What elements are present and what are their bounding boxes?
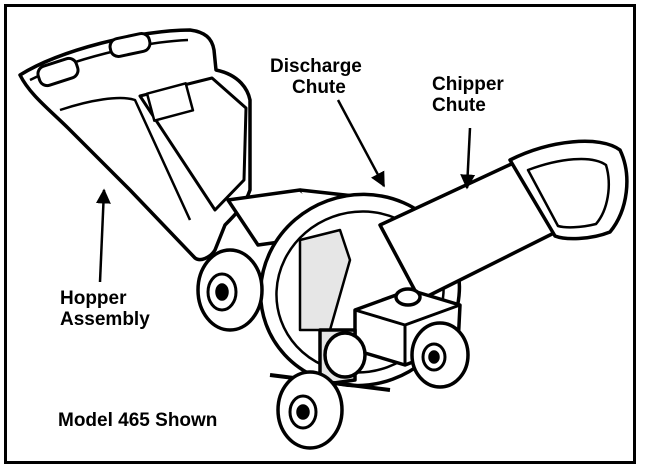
- hopper-label-line2: Assembly: [60, 309, 150, 330]
- hopper-assembly-leader: [95, 188, 111, 283]
- hopper-assembly-label: Hopper Assembly: [60, 288, 150, 330]
- discharge-chute-label: Discharge Chute: [270, 56, 362, 98]
- chipper-label-line1: Chipper: [432, 74, 504, 95]
- discharge-chute-leader: [336, 99, 386, 188]
- hopper-label-line1: Hopper: [60, 288, 127, 309]
- discharge-label-line2: Chute: [292, 77, 346, 98]
- engine: [318, 287, 462, 387]
- model-caption: Model 465 Shown: [58, 410, 218, 431]
- chipper-chute-leader: [460, 127, 476, 190]
- hopper-assembly: [18, 28, 252, 262]
- chipper-chute: [378, 139, 629, 302]
- discharge-label-line1: Discharge: [270, 56, 362, 77]
- wheels: [196, 248, 470, 450]
- chipper-label-line2: Chute: [432, 95, 486, 116]
- chipper-chute-label: Chipper Chute: [432, 74, 504, 116]
